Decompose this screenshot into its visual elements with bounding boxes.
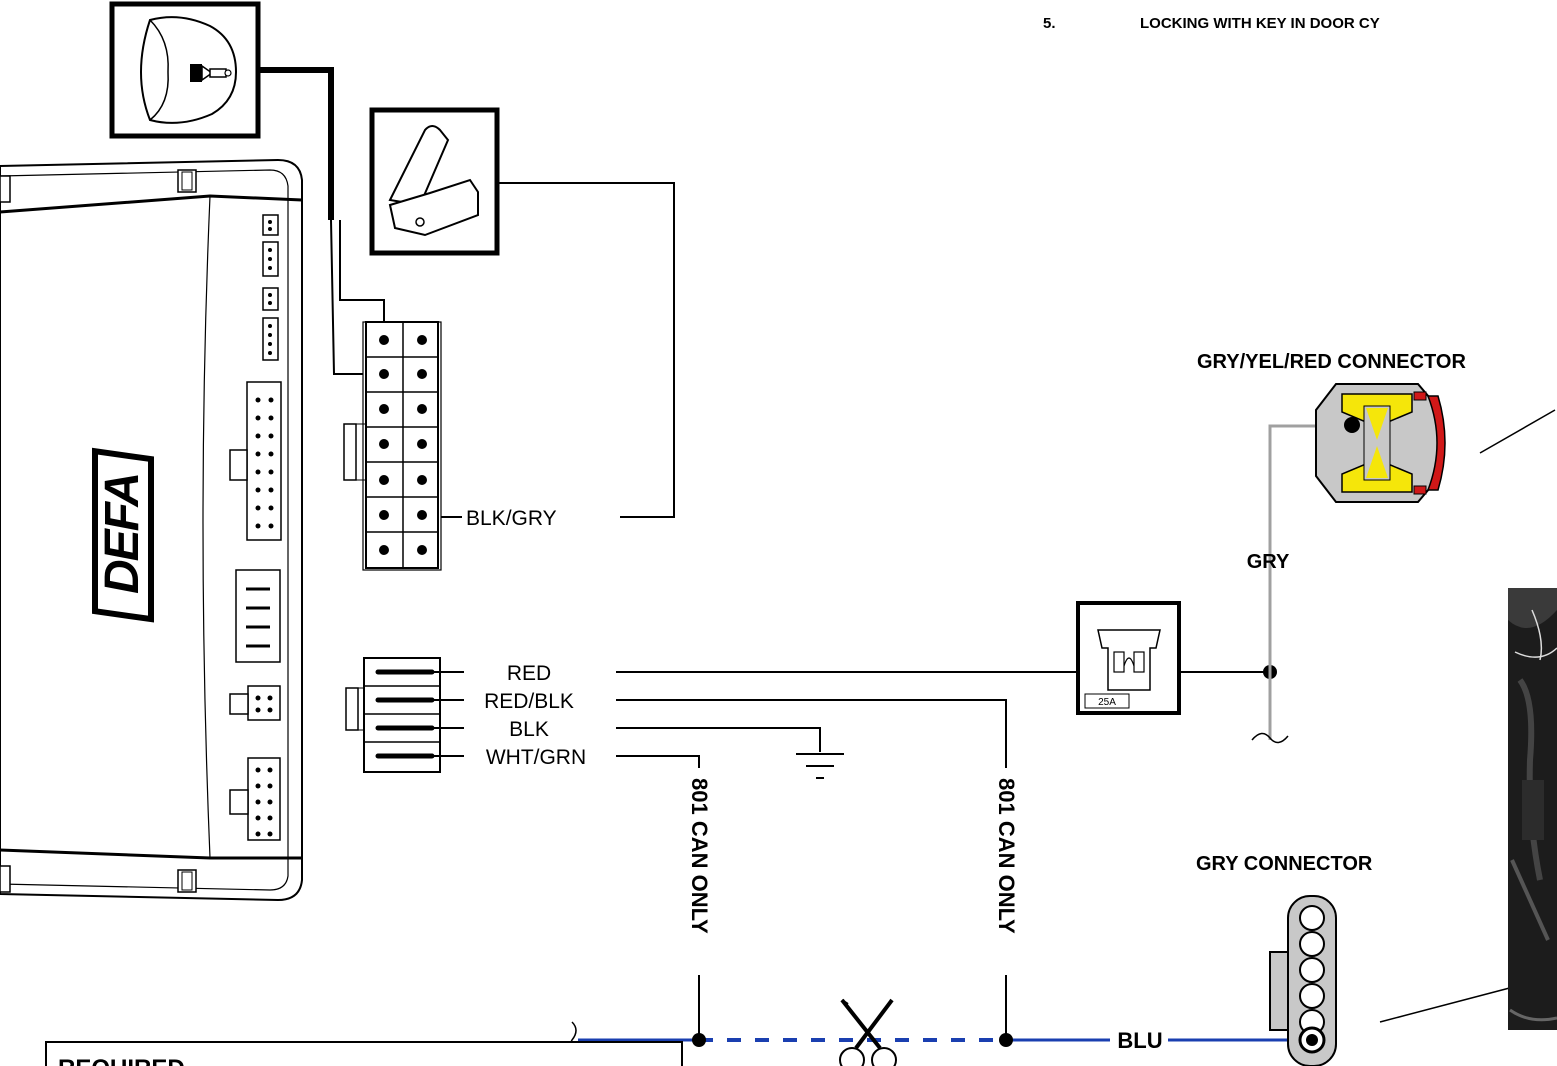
can-only-label-2: 801 CAN ONLY (994, 778, 1019, 934)
heading-number: 5. (1043, 15, 1056, 32)
vehicle-photo (1508, 588, 1557, 1030)
splice-point-1 (692, 1033, 706, 1047)
connector-4-pin (345, 657, 441, 773)
red-label: RED (507, 662, 551, 685)
fuse-rating: 25A (1098, 697, 1116, 708)
key-cylinder-wire-a (339, 220, 385, 340)
defa-logo: DEFA (92, 447, 154, 623)
hood-switch-icon (369, 107, 500, 256)
blk-label: BLK (509, 718, 549, 741)
scissors-icon (839, 998, 897, 1066)
gry-wire-break-icon (1251, 732, 1289, 744)
red-blk-label: RED/BLK (484, 690, 574, 713)
heading-title: LOCKING WITH KEY IN DOOR CY (1140, 15, 1380, 32)
required-panel (45, 1041, 683, 1066)
blk-gry-label: BLK/GRY (466, 507, 557, 530)
hood-switch-wire (497, 182, 675, 518)
defa-logo-text: DEFA (96, 474, 149, 594)
ground-icon (796, 753, 844, 779)
required-panel-title: REQUIRED (58, 1055, 185, 1066)
can-only-label-1: 801 CAN ONLY (687, 778, 712, 934)
gry-label: GRY (1247, 551, 1290, 573)
key-cylinder-cable (258, 67, 334, 220)
wht-grn-wire (616, 755, 700, 768)
gry-connector-icon (1269, 895, 1337, 1066)
wht-grn-label: WHT/GRN (486, 746, 586, 769)
splice-point-2 (999, 1033, 1013, 1047)
key-cylinder-icon (109, 1, 261, 139)
gry-yel-red-pointer (1479, 409, 1556, 454)
connector-14-pin (343, 321, 442, 571)
gry-yel-red-connector-label: GRY/YEL/RED CONNECTOR (1197, 351, 1466, 373)
red-blk-wire (616, 699, 1007, 768)
gry-yel-red-connector-icon (1315, 383, 1446, 503)
blu-label: BLU (1117, 1028, 1162, 1053)
fuse-icon (1076, 601, 1181, 715)
gry-connector-label: GRY CONNECTOR (1196, 853, 1373, 875)
blk-wire (616, 727, 821, 752)
